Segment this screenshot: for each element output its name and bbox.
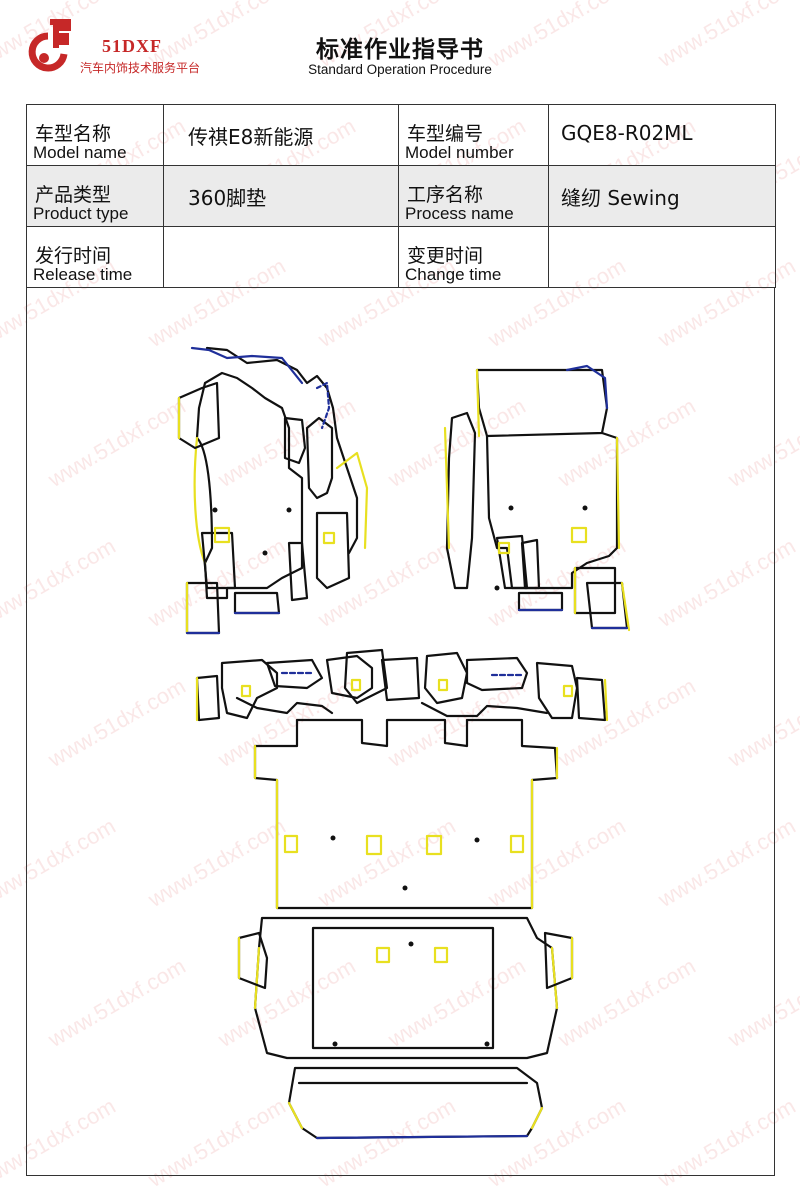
brand-logo: 51DXF 汽车内饰技术服务平台	[22, 16, 232, 76]
floor-mat-pattern-drawing	[177, 346, 631, 1140]
model-name-label-zh: 车型名称	[35, 123, 112, 145]
label-cell-change-time: 变更时间 Change time	[398, 226, 549, 288]
process-name-label-zh: 工序名称	[407, 184, 484, 206]
label-cell-model-number: 车型编号 Model number	[398, 104, 549, 166]
document-title: 标准作业指导书	[316, 37, 484, 63]
label-cell-model-name: 车型名称 Model name	[26, 104, 164, 166]
product-type-value: 360脚垫	[188, 186, 267, 210]
rear-cabin-mat	[253, 718, 559, 910]
value-cell-model-number: GQE8-R02ML	[548, 104, 776, 166]
value-cell-change-time	[548, 226, 776, 288]
product-type-label-zh: 产品类型	[35, 184, 112, 206]
model-name-label-en: Model name	[33, 143, 127, 162]
logo-mark-icon	[28, 19, 71, 72]
value-cell-release-time	[163, 226, 399, 288]
model-number-value: GQE8-R02ML	[561, 121, 693, 145]
model-number-label-zh: 车型编号	[407, 123, 484, 145]
pattern-drawing-frame	[26, 287, 775, 1176]
value-cell-process-name: 缝纫 Sewing	[548, 165, 776, 227]
front-left-mat	[177, 346, 369, 635]
label-cell-product-type: 产品类型 Product type	[26, 165, 164, 227]
value-cell-model-name: 传祺E8新能源	[163, 104, 399, 166]
info-table: 车型名称 Model name 传祺E8新能源 车型编号 Model numbe…	[26, 104, 776, 288]
document-subtitle: Standard Operation Procedure	[308, 62, 492, 77]
process-name-label-en: Process name	[405, 204, 514, 223]
product-type-label-en: Product type	[33, 204, 129, 223]
release-time-label-en: Release time	[33, 265, 133, 284]
front-right-mat	[443, 364, 631, 632]
process-name-value: 缝纫 Sewing	[561, 186, 680, 210]
model-name-value: 传祺E8新能源	[188, 125, 314, 149]
logo-tagline: 汽车内饰技术服务平台	[80, 61, 201, 75]
release-time-label-zh: 发行时间	[35, 245, 112, 267]
label-cell-process-name: 工序名称 Process name	[398, 165, 549, 227]
second-row-mats	[195, 648, 609, 722]
change-time-label-zh: 变更时间	[407, 245, 484, 267]
change-time-label-en: Change time	[405, 265, 502, 284]
info-row-product: 产品类型 Product type 360脚垫 工序名称 Process nam…	[26, 165, 776, 227]
info-row-time: 发行时间 Release time 变更时间 Change time	[26, 226, 776, 288]
model-number-label-en: Model number	[405, 143, 514, 162]
info-row-model: 车型名称 Model name 传祺E8新能源 车型编号 Model numbe…	[26, 104, 776, 166]
label-cell-release-time: 发行时间 Release time	[26, 226, 164, 288]
value-cell-product-type: 360脚垫	[163, 165, 399, 227]
cargo-area-mat	[237, 916, 574, 1140]
logo-brand-text: 51DXF	[102, 36, 162, 56]
